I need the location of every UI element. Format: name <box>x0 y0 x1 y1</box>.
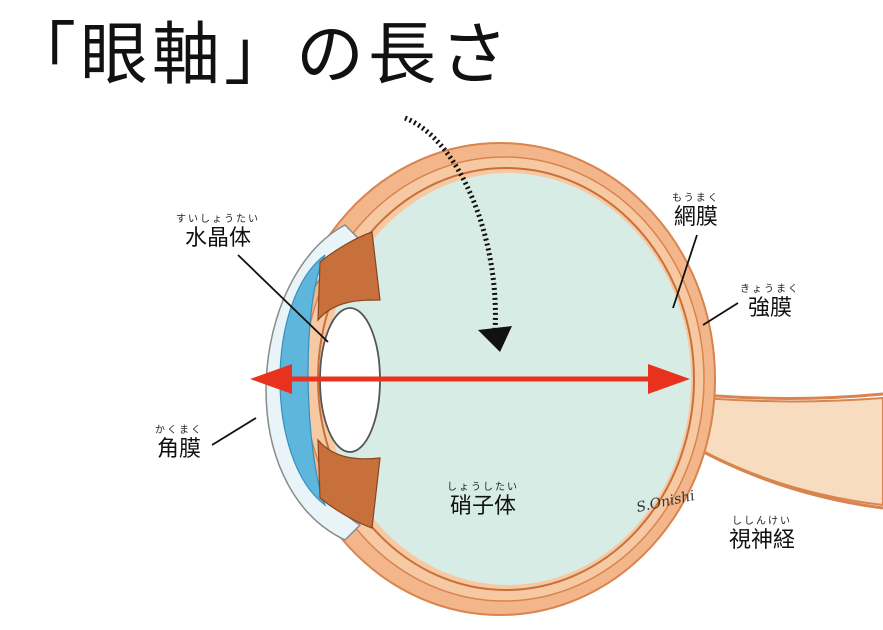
label-cornea-name: 角膜 <box>156 437 201 462</box>
label-retina-ruby: もうまく <box>672 193 720 204</box>
label-sclera-ruby: きょうまく <box>740 284 800 295</box>
axial-length-arrowhead-left <box>250 364 292 394</box>
iris-lower <box>317 438 381 529</box>
label-retina-name: 網膜 <box>673 205 718 230</box>
label-optic-nerve: ししんけい 視神経 <box>729 516 795 554</box>
axial-length-arrowhead-right <box>648 364 690 394</box>
leader-sclera <box>702 302 739 326</box>
label-sclera-name: 強膜 <box>747 296 792 321</box>
leader-lens <box>237 254 329 343</box>
label-optic-nerve-name: 視神経 <box>729 528 796 553</box>
leader-retina <box>672 234 698 309</box>
label-lens: すいしょうたい 水晶体 <box>176 214 260 252</box>
label-cornea: かくまく 角膜 <box>155 425 203 463</box>
diagram-title: 「眼軸」の長さ <box>8 16 513 95</box>
label-lens-name: 水晶体 <box>184 226 251 251</box>
label-optic-nerve-ruby: ししんけい <box>732 516 792 527</box>
label-vitreous-name: 硝子体 <box>449 494 516 519</box>
leader-cornea <box>211 417 257 446</box>
label-vitreous: しょうしたい 硝子体 <box>447 482 519 520</box>
label-vitreous-ruby: しょうしたい <box>447 482 519 493</box>
label-sclera: きょうまく 強膜 <box>740 284 800 322</box>
label-cornea-ruby: かくまく <box>155 425 203 436</box>
iris-upper <box>317 231 381 322</box>
curved-pointer-arrowhead <box>478 326 512 352</box>
label-retina: もうまく 網膜 <box>672 193 720 231</box>
label-lens-ruby: すいしょうたい <box>176 214 260 225</box>
